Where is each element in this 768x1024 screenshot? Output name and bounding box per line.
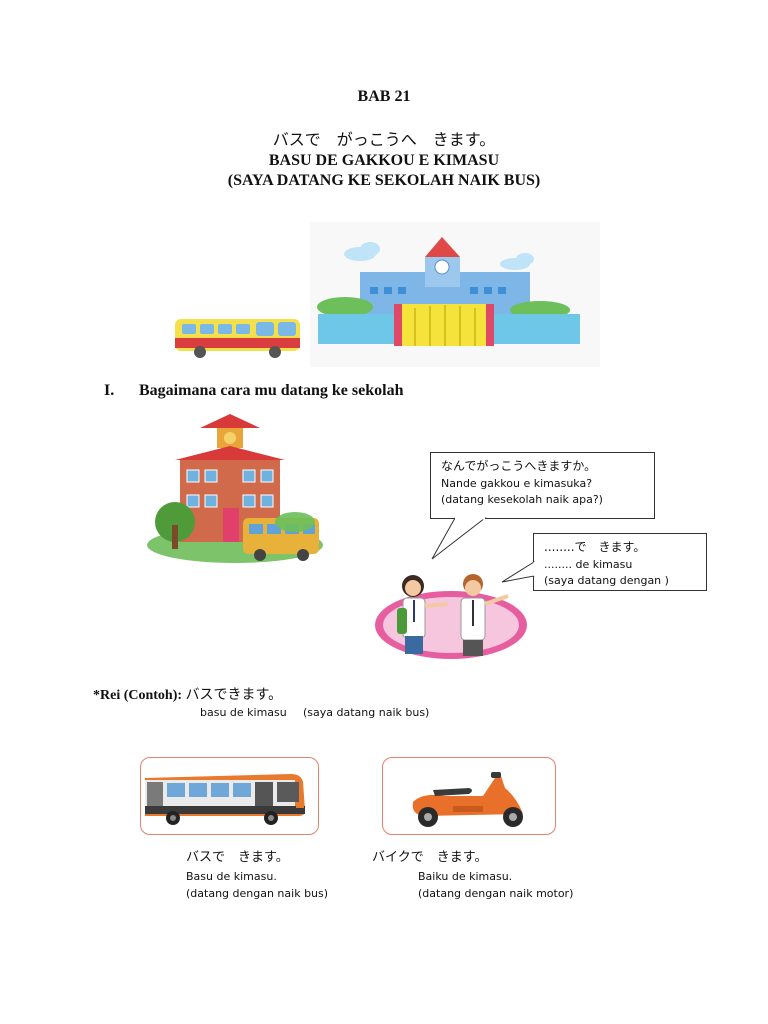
answer-bubble-tail xyxy=(501,561,536,583)
question-translation: (datang kesekolah naik apa?) xyxy=(441,493,603,506)
answer-speech-bubble: ........で きます。 ........ de kimasu (saya … xyxy=(533,533,707,591)
scooter-caption-japanese: バイクで きます。 xyxy=(372,850,488,865)
school-bus-banner-illustration xyxy=(175,222,600,367)
title-japanese: バスで がっこうへ きます。 xyxy=(272,130,496,149)
scooter-icon xyxy=(412,772,523,827)
bus-caption-romaji: Basu de kimasu. xyxy=(186,870,277,883)
answer-translation: (saya datang dengan ) xyxy=(544,574,669,587)
scooter-caption: バイクで きます。 Baiku de kimasu. (datang denga… xyxy=(372,848,573,902)
title-indonesian: (SAYA DATANG KE SEKOLAH NAIK BUS) xyxy=(227,172,541,189)
chapter-heading: BAB 21 xyxy=(357,88,411,105)
scooter-caption-romaji: Baiku de kimasu. xyxy=(418,870,513,883)
bus-card xyxy=(140,757,319,835)
example-label: *Rei (Contoh): xyxy=(93,688,183,703)
answer-japanese: ........で きます。 xyxy=(544,540,646,554)
students-talking-illustration xyxy=(375,574,527,659)
example-romaji: basu de kimasu xyxy=(200,706,287,719)
bus-icon xyxy=(145,774,305,825)
scooter-caption-translation: (datang dengan naik motor) xyxy=(418,887,574,900)
answer-romaji: ........ de kimasu xyxy=(544,558,633,571)
bus-caption: バスで きます。 Basu de kimasu. (datang dengan … xyxy=(186,848,328,902)
example-translation: (saya datang naik bus) xyxy=(303,706,430,719)
question-speech-bubble: なんでがっこうへきますか。 Nande gakkou e kimasuka? (… xyxy=(430,452,655,519)
example-line: *Rei (Contoh): バスできます。 xyxy=(93,684,282,704)
bus-caption-japanese: バスで きます。 xyxy=(186,850,289,865)
question-bubble-tail xyxy=(431,517,487,560)
question-japanese: なんでがっこうへきますか。 xyxy=(441,459,597,473)
section-number: I. xyxy=(104,382,115,399)
scooter-card xyxy=(382,757,556,835)
title-romaji: BASU DE GAKKOU E KIMASU xyxy=(268,152,500,169)
question-romaji: Nande gakkou e kimasuka? xyxy=(441,477,593,490)
section-heading: Bagaimana cara mu datang ke sekolah xyxy=(139,382,404,399)
bus-caption-translation: (datang dengan naik bus) xyxy=(186,887,329,900)
school-building-illustration xyxy=(147,414,323,563)
example-japanese: バスできます。 xyxy=(185,687,283,703)
